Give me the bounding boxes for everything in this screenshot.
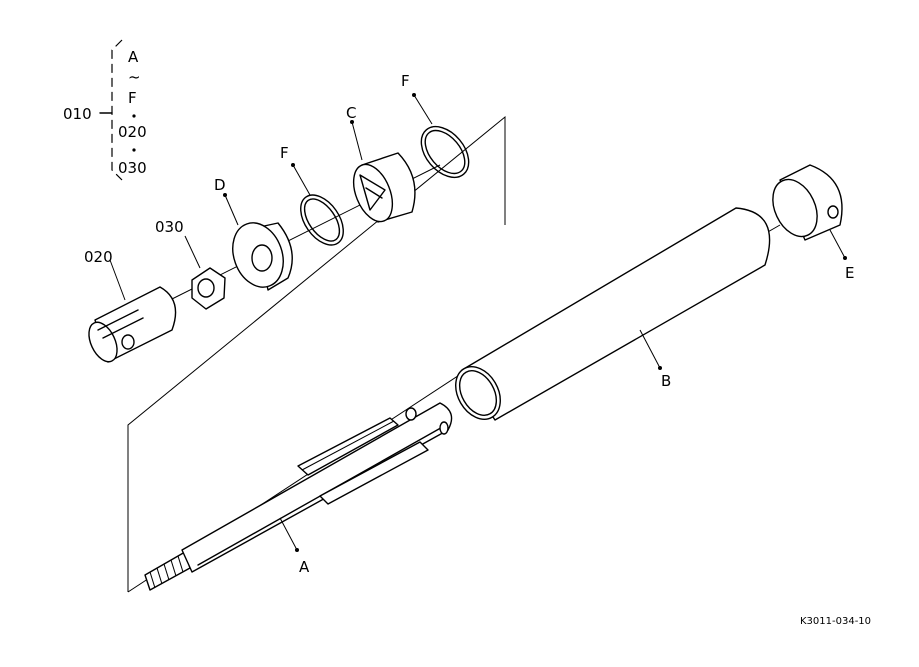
bracket-brace — [111, 39, 123, 181]
assembly-frame — [127, 115, 506, 592]
bracket-line-3: F — [128, 89, 137, 107]
bracket-line-4: 020 — [118, 123, 147, 141]
label-c: C — [346, 104, 356, 122]
bracket-line-5: 030 — [118, 159, 147, 177]
label-a: A — [299, 558, 310, 576]
label-e: E — [845, 264, 854, 282]
bracket-line-2: ~ — [128, 68, 141, 86]
bracket-dot-1 — [132, 114, 136, 118]
part-group-bracket: 010 A ~ F 020 030 — [63, 39, 147, 181]
label-b: B — [661, 372, 671, 390]
part-b-tube: B — [455, 207, 771, 421]
label-030: 030 — [155, 218, 184, 236]
part-f-ring-left: F — [280, 144, 344, 246]
part-e-endcap: E — [772, 164, 854, 282]
bracket-part-number: 010 — [63, 105, 92, 123]
label-f-right: F — [401, 72, 410, 90]
label-020: 020 — [84, 248, 113, 266]
part-030-nut: 030 — [155, 218, 226, 310]
bracket-line-1: A — [128, 48, 139, 66]
part-020-clevis: 020 — [84, 248, 177, 363]
part-d-piston: D — [214, 176, 293, 291]
part-c-bearing: C — [346, 104, 416, 223]
part-a-rod: A — [144, 402, 453, 591]
drawing-reference: K3011-034-10 — [800, 616, 871, 627]
bracket-dot-2 — [132, 148, 136, 152]
label-d: D — [214, 176, 226, 194]
part-f-ring-right: F — [401, 72, 470, 179]
label-f-left: F — [280, 144, 289, 162]
